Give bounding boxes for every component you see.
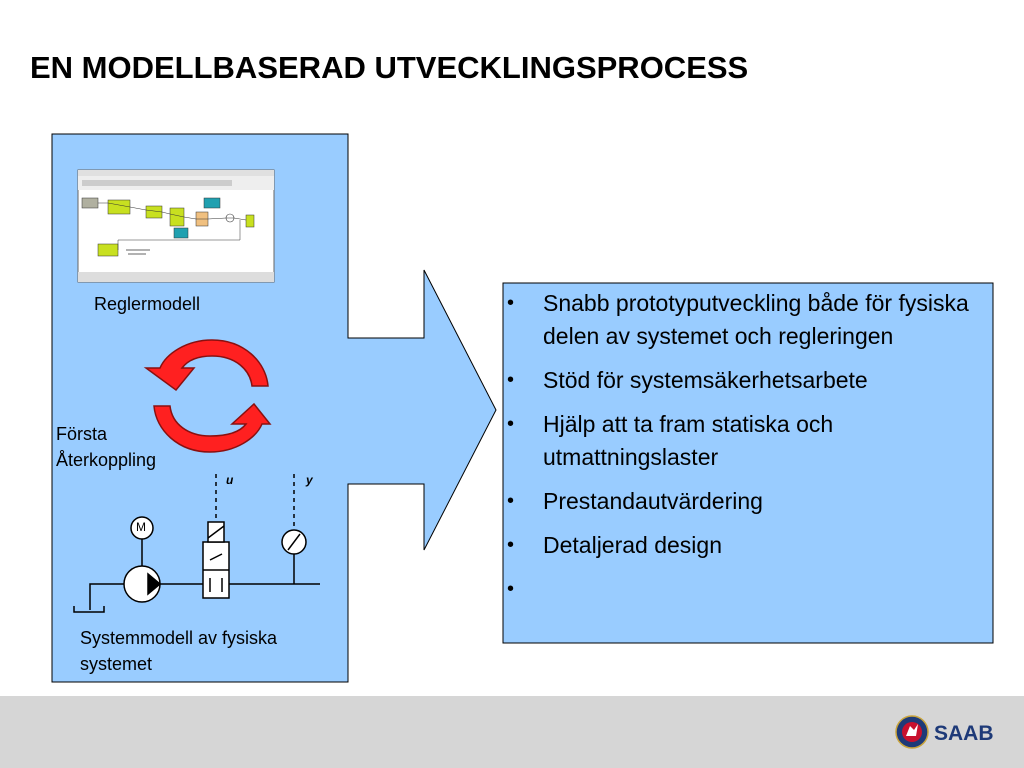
- bullet-box: [502, 282, 994, 644]
- bullet-text: Hjälp att ta fram statiska och utmattnin…: [543, 411, 834, 470]
- physical-system-schematic: [73, 474, 320, 613]
- bullet-dot: •: [507, 369, 515, 391]
- feedback-cycle-icon: [143, 339, 272, 453]
- bullet-dot: •: [507, 292, 515, 314]
- bullet-item: • Hjälp att ta fram statiska och utmattni…: [503, 408, 983, 474]
- bullet-item: • Stöd för systemsäkerhetsarbete: [503, 364, 983, 397]
- bullet-item: • Prestandautvärdering: [503, 485, 983, 518]
- bullet-item: • Snabb prototyputveckling både för fysis…: [503, 287, 983, 353]
- saab-griffin-icon: [895, 715, 929, 749]
- saab-logo-text: SAAB: [934, 722, 994, 745]
- signal-y-label: y: [306, 473, 313, 487]
- process-diagram: [51, 133, 994, 683]
- system-model-label-line1: Systemmodell av fysiska: [80, 628, 278, 648]
- bullet-dot: •: [507, 413, 515, 435]
- bullet-dot: •: [507, 578, 515, 600]
- bullet-item: • Detaljerad design: [503, 529, 983, 562]
- bullet-list: • Snabb prototyputveckling både för fysis…: [503, 283, 993, 643]
- feedback-label-line1: Första: [56, 424, 108, 444]
- reglermodell-label: Reglermodell: [94, 294, 201, 314]
- bullet-text: Stöd för systemsäkerhetsarbete: [543, 367, 868, 393]
- signal-u-label: u: [226, 473, 234, 487]
- system-model-label-line2: systemet: [80, 654, 153, 674]
- simulink-model-screenshot: [77, 169, 275, 283]
- bullet-dot: •: [507, 534, 515, 556]
- bullet-text: Prestandautvärdering: [543, 488, 763, 514]
- feedback-label-line2: Återkoppling: [56, 450, 157, 470]
- bullet-text: Detaljerad design: [543, 532, 723, 558]
- bullet-text: Snabb prototyputveckling både för fysisk…: [543, 290, 969, 349]
- page-title: EN MODELLBASERAD UTVECKLINGSPROCESS: [30, 50, 749, 85]
- saab-logo: SAAB: [895, 715, 994, 749]
- footer-bar: [0, 696, 1024, 768]
- motor-letter: M: [136, 520, 146, 534]
- bullet-dot: •: [507, 490, 515, 512]
